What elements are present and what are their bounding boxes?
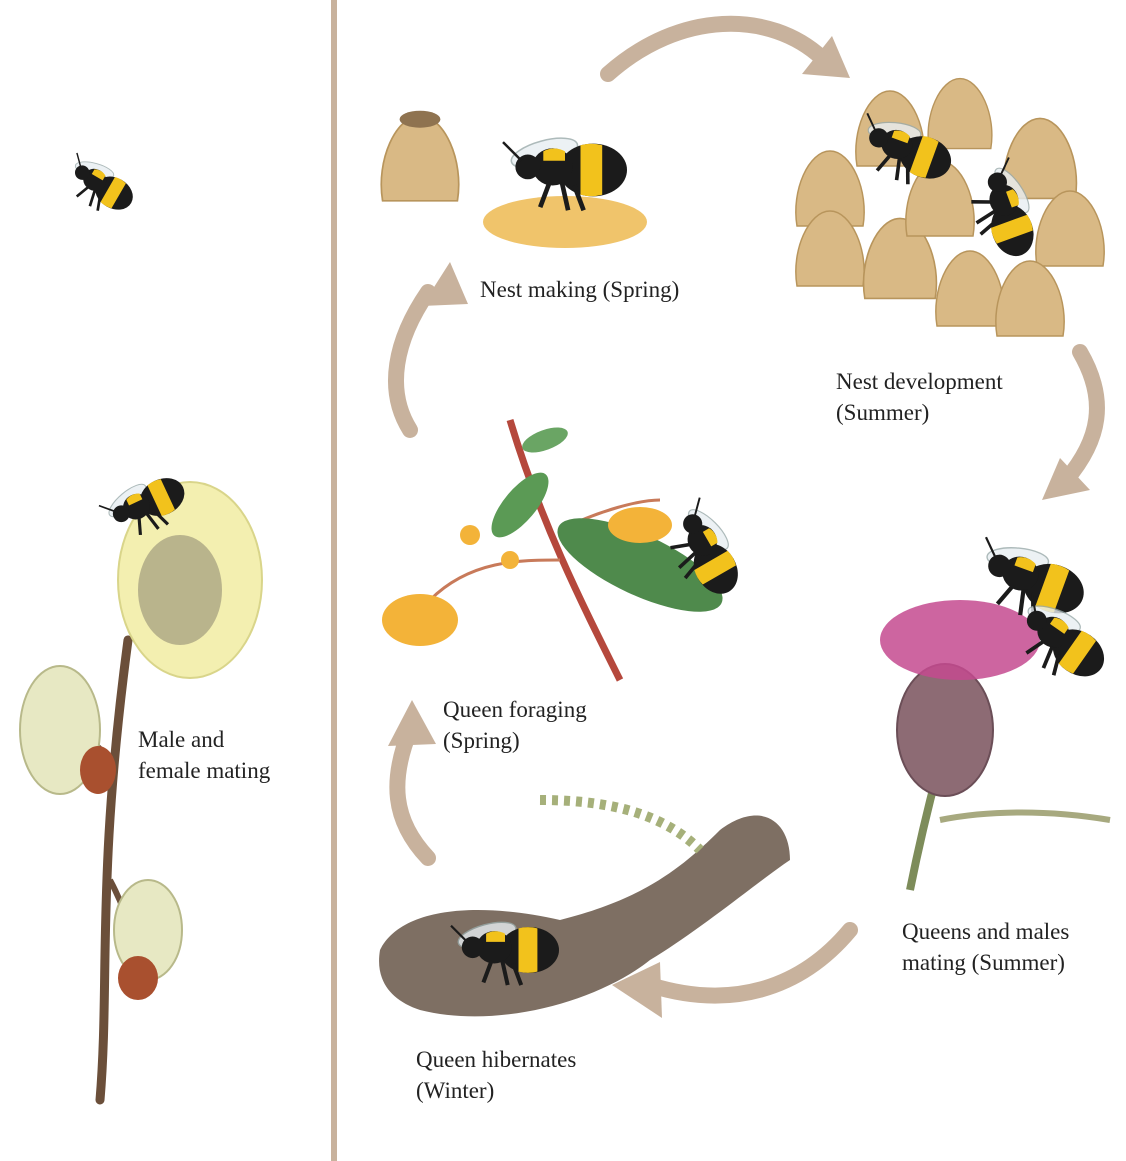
divider-line (331, 0, 337, 1161)
nest-cluster (796, 79, 1104, 336)
label-queen-hibernates: Queen hibernates (Winter) (416, 1044, 576, 1106)
willow-catkin-icon (20, 666, 116, 794)
queen-bee-icon (503, 132, 627, 210)
stone-icon (379, 800, 790, 1016)
label-queen-foraging: Queen foraging (Spring) (443, 694, 587, 756)
label-line: Nest making (Spring) (480, 274, 679, 305)
label-line: (Winter) (416, 1075, 576, 1106)
label-line: Male and (138, 724, 270, 755)
label-queens-males-mating: Queens and males mating (Summer) (902, 916, 1069, 978)
label-line: (Spring) (443, 725, 587, 756)
label-line: mating (Summer) (902, 947, 1069, 978)
label-line: Queens and males (902, 916, 1069, 947)
label-male-female-mating: Male and female mating (138, 724, 270, 786)
flying-bee-icon (57, 148, 142, 223)
label-line: (Summer) (836, 397, 1003, 428)
label-nest-making: Nest making (Spring) (480, 274, 679, 305)
willow-catkin-icon (114, 880, 182, 1000)
label-nest-development: Nest development (Summer) (836, 366, 1003, 428)
label-line: Queen hibernates (416, 1044, 576, 1075)
label-line: Queen foraging (443, 694, 587, 725)
wax-cell-icon (381, 111, 458, 201)
label-line: Nest development (836, 366, 1003, 397)
label-line: female mating (138, 755, 270, 786)
